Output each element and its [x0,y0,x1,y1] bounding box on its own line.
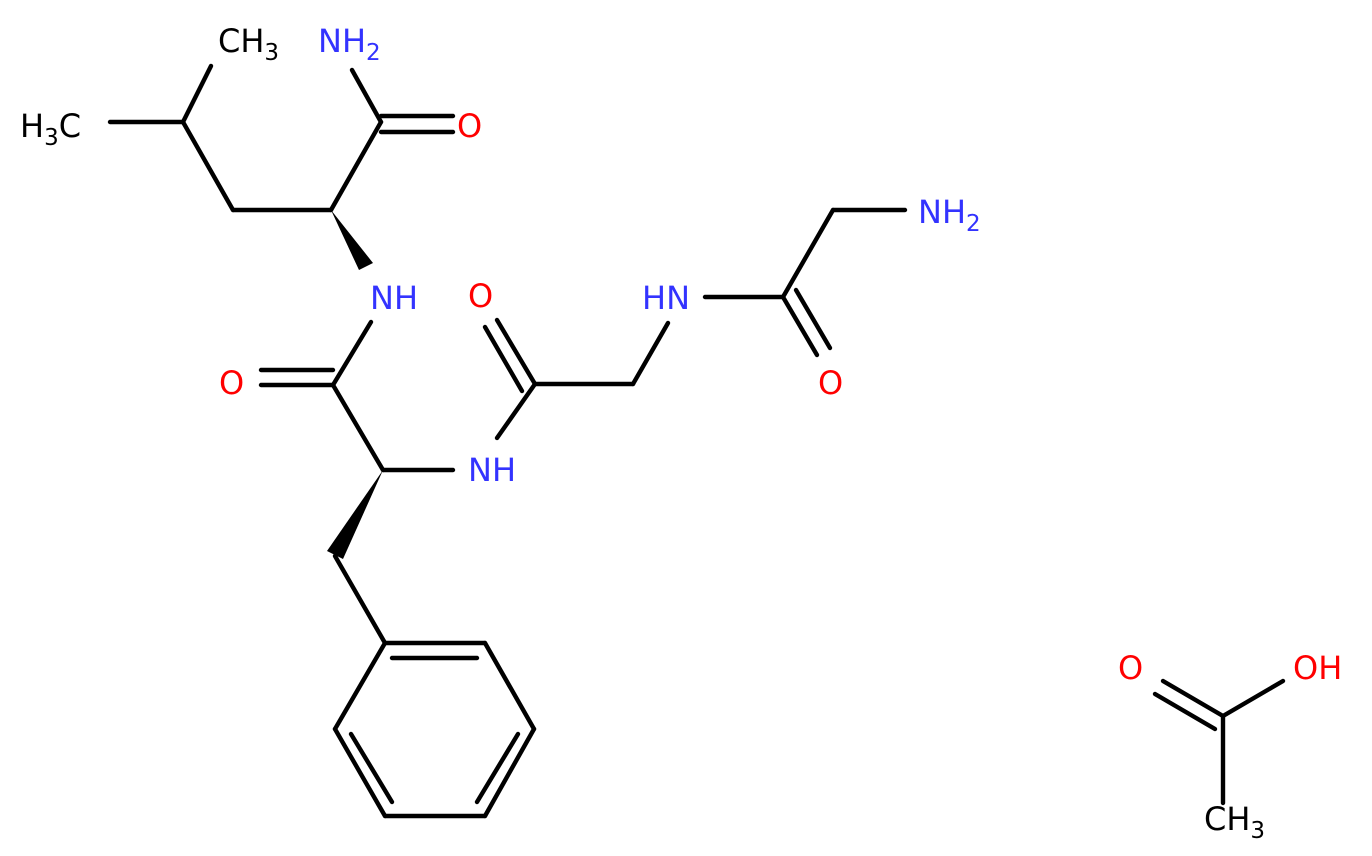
atom-o-gly2: O [468,277,493,315]
atom-labels: CH3 H3C NH2 O NH O NH O HN O NH2 O OH CH… [20,22,1342,844]
bond-cgly1-ch2 [780,207,836,300]
bond-acetic-o-1 [1160,678,1226,719]
bond-camide-nh2 [349,67,384,125]
wedge-leu-nh [331,210,373,270]
atom-nh-phe: NH [468,451,516,489]
bond-calpha-camide [328,119,384,213]
atom-nh-leu: NH [370,279,418,317]
bonds [107,63,1286,819]
ring-inner-2 [474,731,521,805]
ring-inner-3 [348,731,395,805]
bond-cphe-calpha [330,382,386,473]
bond-cgly2-o-2 [482,324,525,394]
atom-nh2-amide: NH2 [318,22,381,66]
bond-nh-cphe [330,319,374,388]
bond-ch2-ring [332,553,388,646]
bond-ch-ch2 [180,119,236,213]
atom-o-gly1: O [818,364,843,402]
atom-oh-acetic: OH [1293,649,1342,687]
bond-acetic-o-2 [1152,691,1218,732]
bond-cgly1-o-1 [780,294,820,358]
bond-nh-cgly2 [494,381,538,441]
bond-acetic-oh [1220,678,1286,719]
bond-cgly1-o-2 [793,287,833,351]
atom-h3c-left: H3C [20,107,81,151]
atom-o-amide: O [457,107,482,145]
ring-bond-6 [332,640,388,732]
atom-ch3-top: CH3 [218,22,279,66]
atom-ch3-acetic: CH3 [1204,800,1265,844]
bond-ch2-hn [630,320,671,387]
atom-nh2-term: NH2 [918,193,981,237]
ring-bond-5 [332,726,388,819]
bond-cgly2-o-1 [494,317,538,387]
bond-ch3-ch [180,63,214,125]
wedge-phe-ch2 [327,470,383,559]
atom-hn-gly1: HN [642,279,690,317]
atom-o-acetic: O [1118,649,1143,687]
ring-bond-2 [482,640,537,732]
atom-o-phe: O [219,364,244,402]
ring-bond-3 [482,726,537,819]
